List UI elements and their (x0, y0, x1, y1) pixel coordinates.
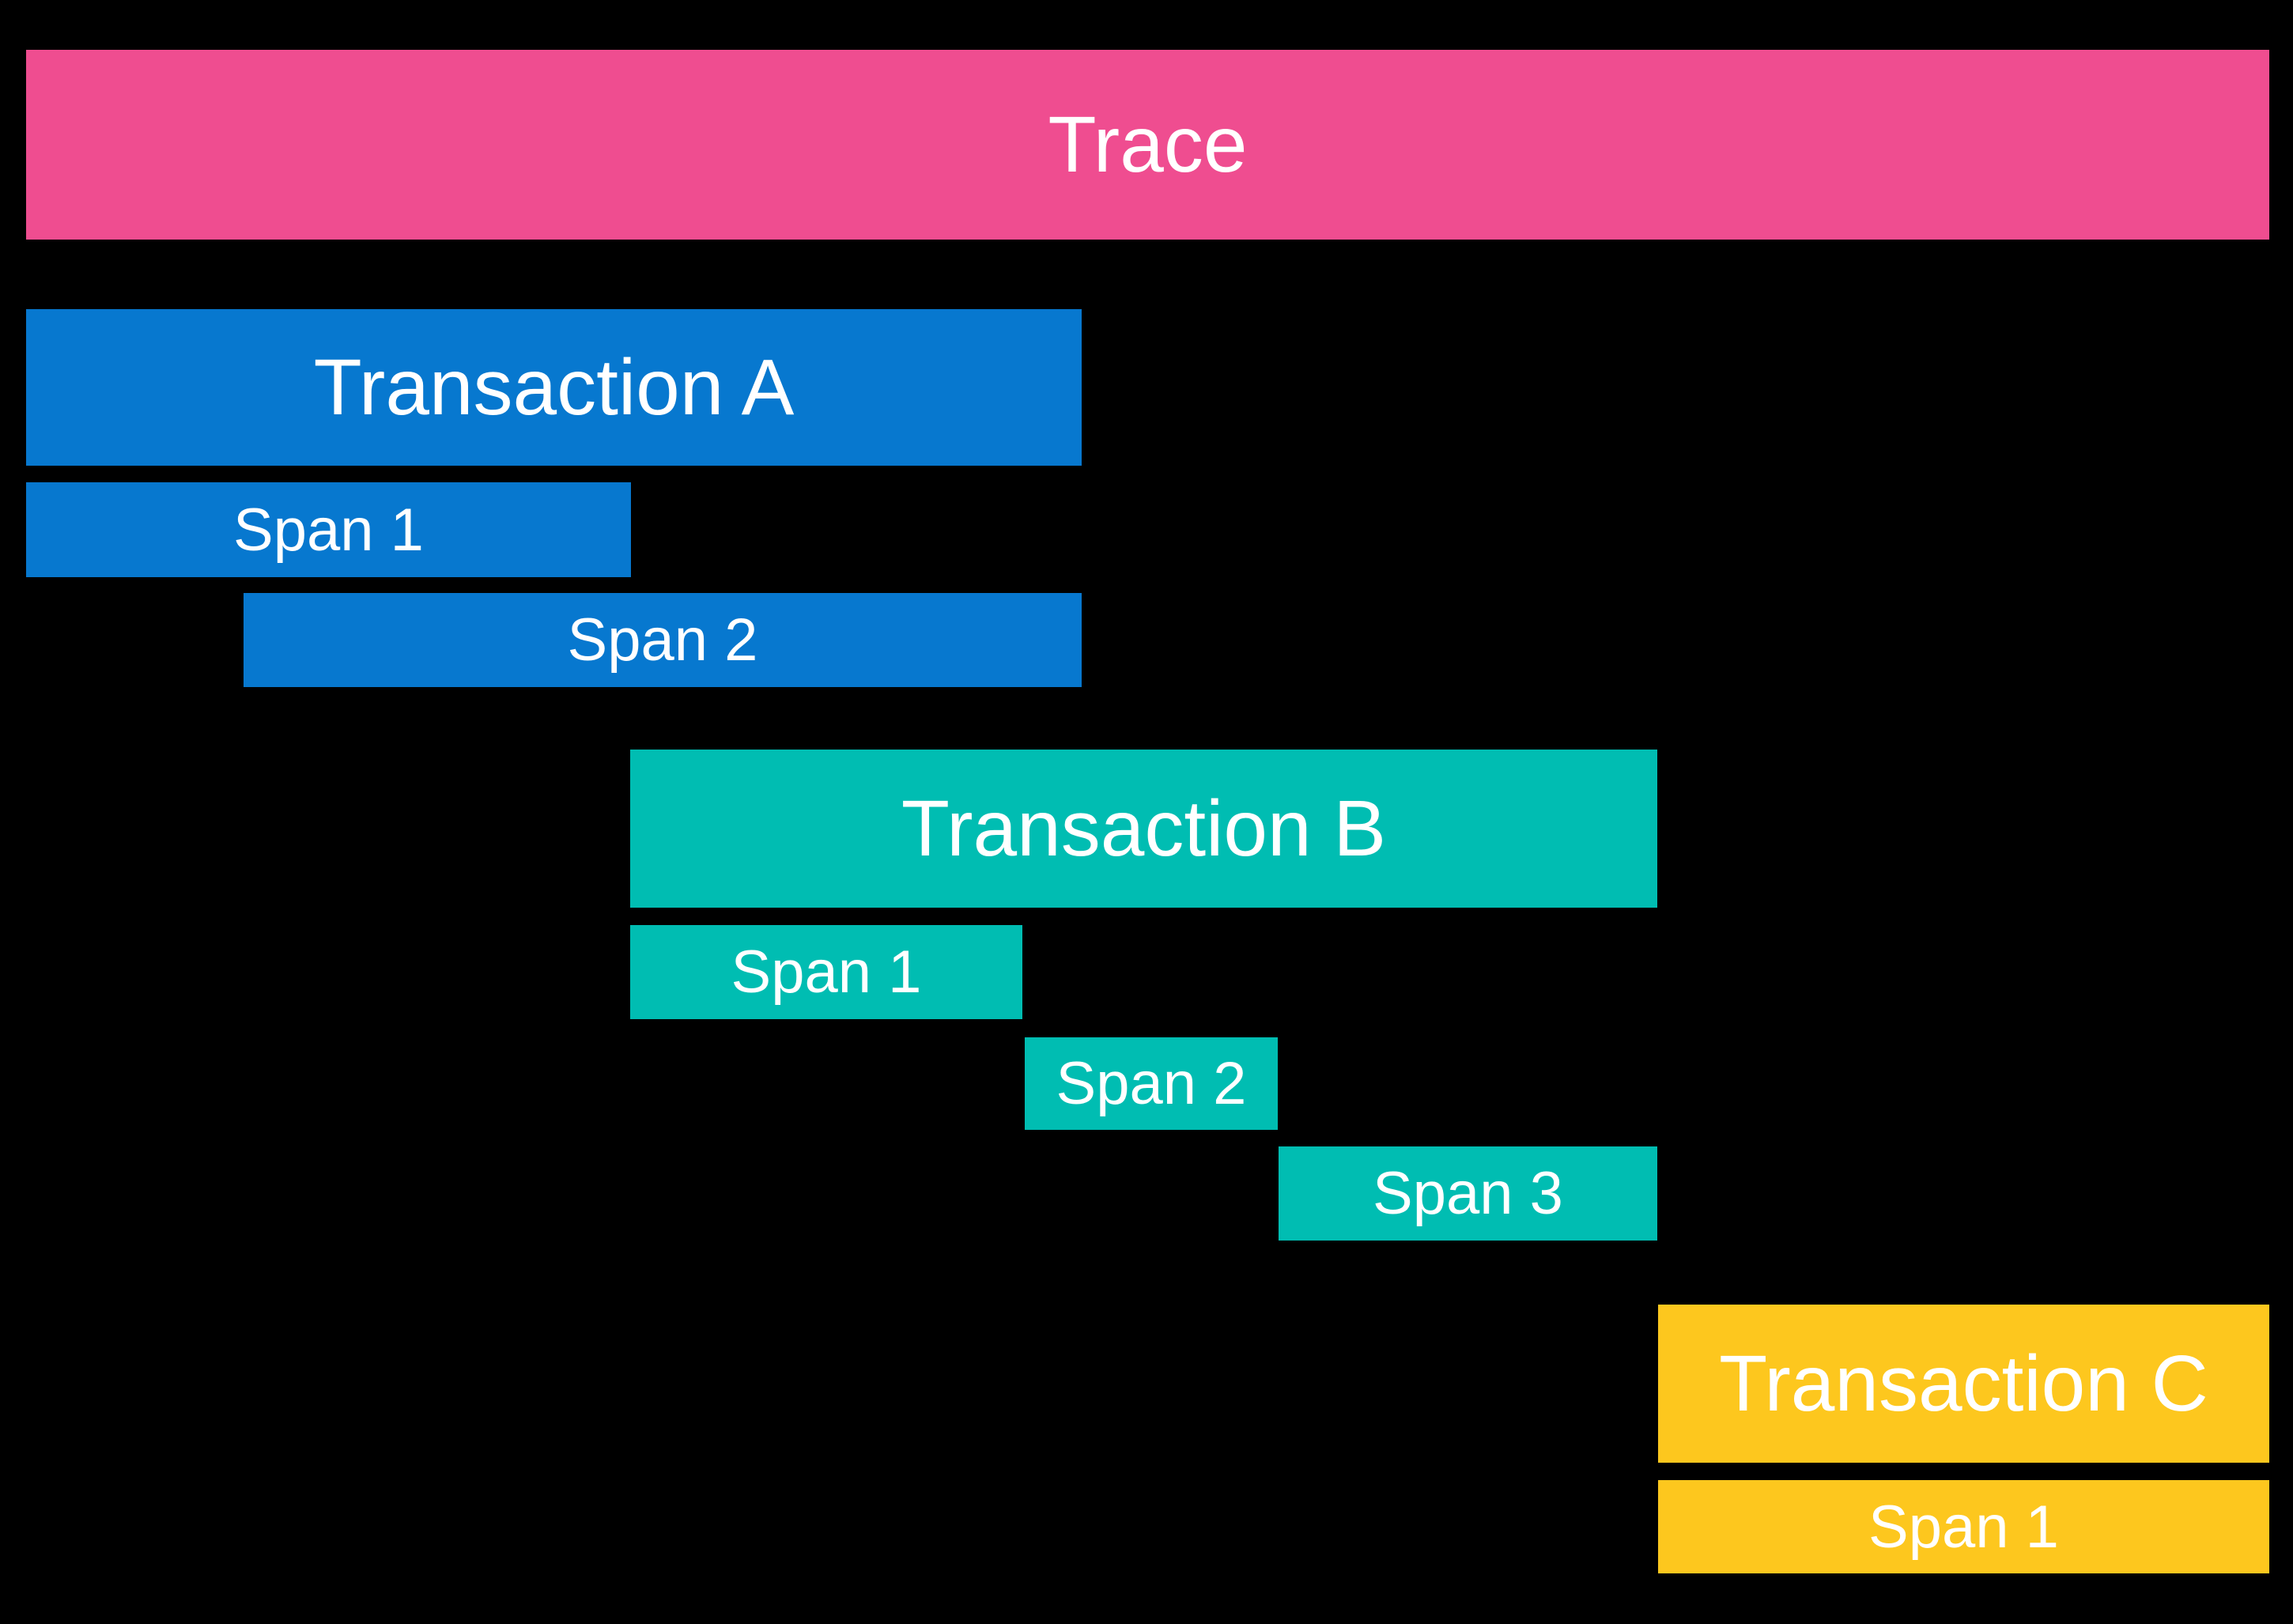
transaction-b-span-1-label: Span 1 (731, 939, 922, 1006)
transaction-a-span-1-label: Span 1 (233, 496, 424, 564)
transaction-c-span-1-label: Span 1 (1868, 1493, 2059, 1561)
transaction-b-span-1-bar: Span 1 (630, 925, 1022, 1019)
transaction-b-label: Transaction B (901, 784, 1387, 873)
transaction-c-label: Transaction C (1719, 1339, 2208, 1428)
transaction-b-span-3-bar: Span 3 (1279, 1146, 1657, 1241)
trace-bar: Trace (26, 50, 2269, 240)
transaction-a-label: Transaction A (313, 342, 795, 432)
transaction-c-bar: Transaction C (1658, 1305, 2269, 1463)
transaction-b-span-2-label: Span 2 (1056, 1050, 1247, 1117)
trace-label: Trace (1048, 100, 1248, 189)
transaction-a-span-1-bar: Span 1 (26, 482, 631, 577)
transaction-a-span-2-bar: Span 2 (244, 593, 1082, 687)
transaction-b-span-2-bar: Span 2 (1025, 1037, 1278, 1130)
transaction-a-span-2-label: Span 2 (567, 606, 758, 674)
transaction-c-span-1-bar: Span 1 (1658, 1480, 2269, 1573)
transaction-b-bar: Transaction B (630, 750, 1657, 908)
transaction-a-bar: Transaction A (26, 309, 1082, 466)
transaction-b-span-3-label: Span 3 (1373, 1160, 1563, 1227)
